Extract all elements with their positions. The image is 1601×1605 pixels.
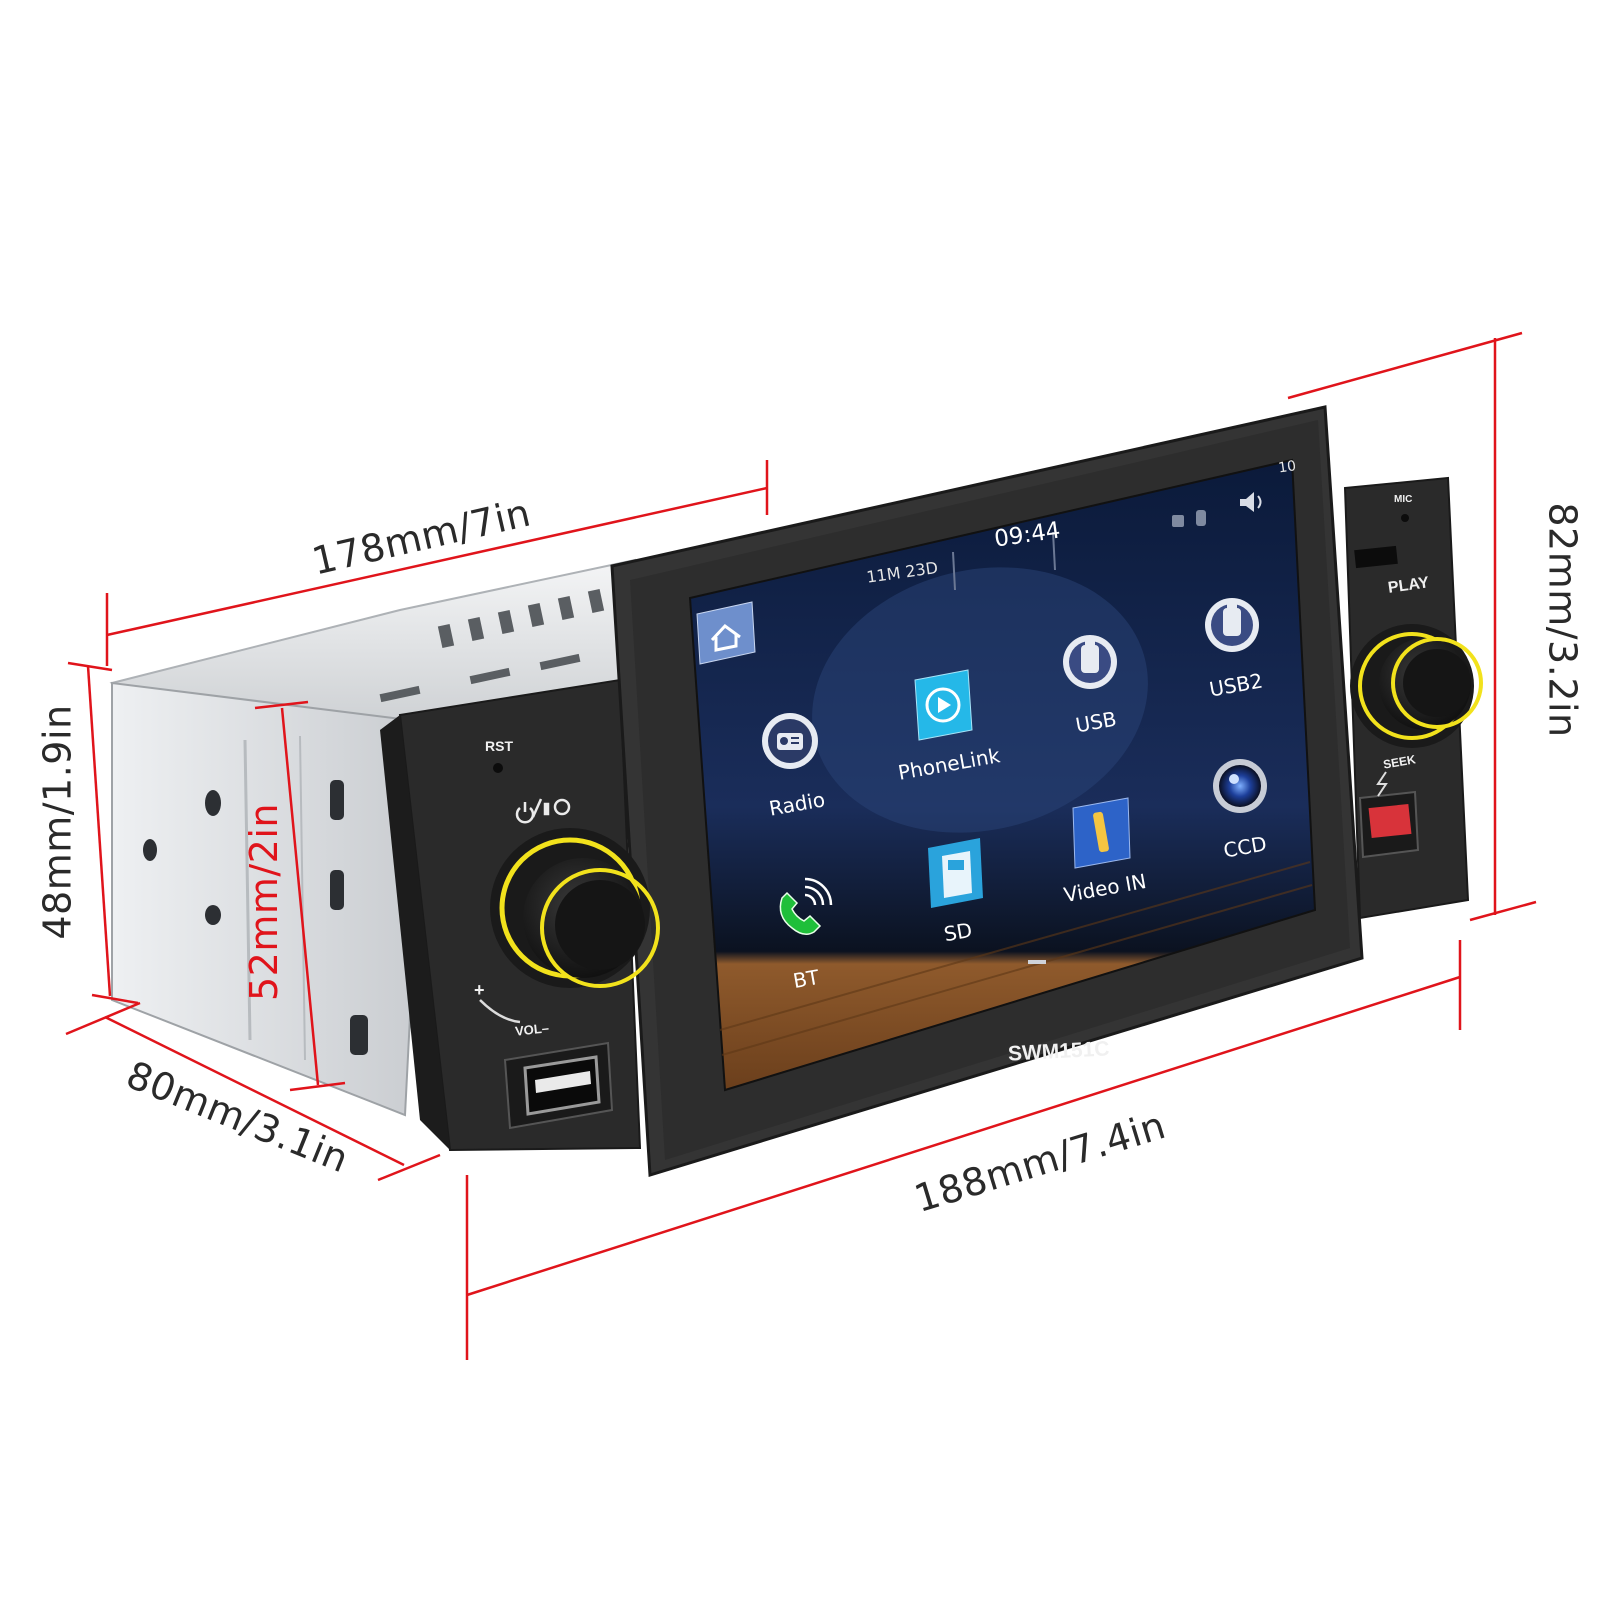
app-label-sd[interactable]: SD: [942, 917, 974, 947]
home-button[interactable]: [696, 601, 756, 665]
usb-app-icon[interactable]: [1063, 635, 1117, 689]
usb2-app-icon[interactable]: [1205, 598, 1259, 652]
lock-icon: [1172, 510, 1206, 527]
page-indicator: [1028, 960, 1046, 964]
metal-chassis: [109, 558, 636, 1117]
play-seek-knob[interactable]: [1350, 624, 1483, 748]
reset-hole[interactable]: [493, 763, 503, 773]
phonelink-app-icon[interactable]: [914, 669, 973, 741]
radio-app-icon[interactable]: [762, 713, 818, 769]
volume-icon: [1240, 492, 1262, 512]
sd-app-icon[interactable]: [928, 838, 983, 908]
touch-display[interactable]: [688, 458, 1317, 1092]
dimension-lines: [65, 331, 1537, 1360]
ccd-app-icon[interactable]: [1213, 759, 1267, 813]
volume-power-knob[interactable]: [490, 828, 660, 988]
charge-icon: [1376, 771, 1388, 797]
sd-card-slot[interactable]: [1354, 545, 1398, 569]
mic-hole: [1401, 514, 1409, 522]
bt-app-icon[interactable]: [779, 877, 833, 935]
vol-arc: [479, 999, 521, 1024]
power-mute-icon: [515, 798, 571, 824]
app-label-bt[interactable]: BT: [791, 964, 821, 994]
usb-port-right[interactable]: [1358, 790, 1420, 859]
usb-port-left[interactable]: [503, 1041, 614, 1130]
video-in-app-icon[interactable]: [1072, 797, 1131, 869]
